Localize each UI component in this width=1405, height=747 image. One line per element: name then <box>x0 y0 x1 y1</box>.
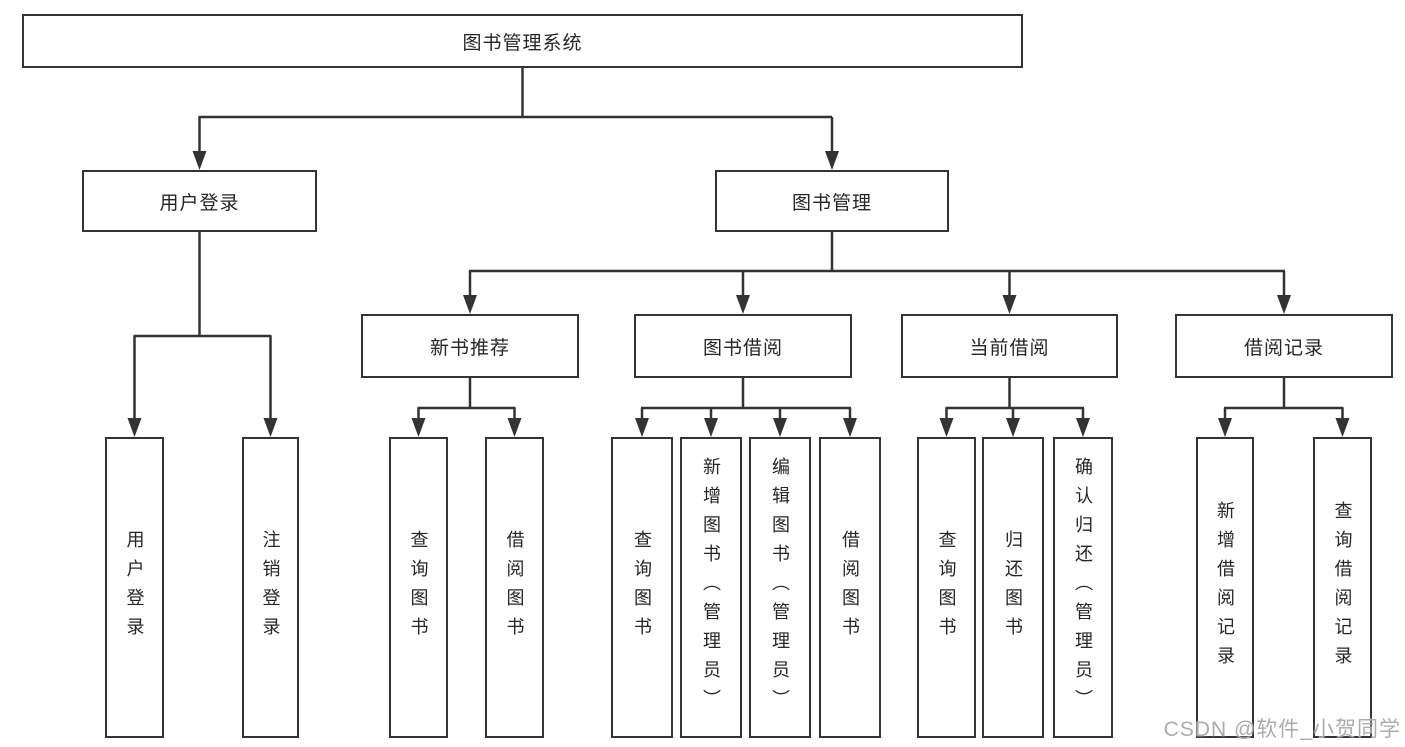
arrowhead-icon <box>635 418 649 437</box>
node-borrow-record: 借阅记录 <box>1175 314 1393 378</box>
csdn-watermark: CSDN @软件_小贺同学 <box>1163 718 1401 741</box>
arrowheads <box>127 151 1350 437</box>
leaf-query-books-current: 查询图书 <box>917 437 976 738</box>
arrowhead-icon <box>1002 295 1017 314</box>
arrowhead-icon <box>736 295 750 314</box>
node-user-login: 用户登录 <box>82 170 317 232</box>
leaf-label: 借阅图书 <box>504 529 525 646</box>
leaf-label: 查询借阅记录 <box>1332 500 1353 675</box>
arrowhead-icon <box>411 418 426 437</box>
leaf-user-login: 用户登录 <box>105 437 164 738</box>
leaf-add-borrow-record: 新增借阅记录 <box>1196 437 1254 738</box>
leaf-label: 归还图书 <box>1003 529 1023 646</box>
arrowhead-icon <box>1006 418 1020 437</box>
arrowhead-icon <box>704 418 718 437</box>
node-root-library-management-system: 图书管理系统 <box>22 14 1023 68</box>
leaf-label: 编辑图书（管理员） <box>770 457 790 718</box>
arrowhead-icon <box>263 418 278 437</box>
arrowhead-icon <box>1218 418 1232 437</box>
leaf-label: 查询图书 <box>632 529 652 646</box>
arrowhead-icon <box>843 418 857 437</box>
node-book-management: 图书管理 <box>715 170 949 232</box>
arrowhead-icon <box>939 418 954 437</box>
leaf-label: 借阅图书 <box>840 529 860 646</box>
leaf-label: 注销登录 <box>260 529 281 646</box>
arrowhead-icon <box>192 151 207 170</box>
leaf-label: 确认归还（管理员） <box>1073 457 1093 718</box>
leaf-borrow-books-recommend: 借阅图书 <box>485 437 544 738</box>
arrowhead-icon <box>127 418 142 437</box>
leaf-label: 用户登录 <box>124 529 145 646</box>
leaf-label: 新增图书（管理员） <box>701 457 721 718</box>
arrowhead-icon <box>463 295 477 314</box>
leaf-return-books: 归还图书 <box>982 437 1044 738</box>
leaf-query-books-recommend: 查询图书 <box>389 437 448 738</box>
arrowhead-icon <box>507 418 522 437</box>
arrowhead-icon <box>825 151 839 170</box>
leaf-query-books-borrow: 查询图书 <box>611 437 673 738</box>
arrowhead-icon <box>1335 418 1350 437</box>
node-new-book-recommend: 新书推荐 <box>361 314 579 378</box>
leaf-logout: 注销登录 <box>242 437 299 738</box>
leaf-add-books-admin: 新增图书（管理员） <box>680 437 742 738</box>
node-current-borrow: 当前借阅 <box>901 314 1118 378</box>
arrowhead-icon <box>1076 418 1090 437</box>
node-book-borrow: 图书借阅 <box>634 314 852 378</box>
leaf-label: 查询图书 <box>408 529 429 646</box>
leaf-borrow-books: 借阅图书 <box>819 437 881 738</box>
arrowhead-icon <box>1277 295 1291 314</box>
leaf-label: 查询图书 <box>936 529 957 646</box>
leaf-confirm-return-admin: 确认归还（管理员） <box>1053 437 1113 738</box>
leaf-query-borrow-record: 查询借阅记录 <box>1313 437 1372 738</box>
arrowhead-icon <box>773 418 787 437</box>
leaf-label: 新增借阅记录 <box>1215 500 1235 675</box>
leaf-edit-books-admin: 编辑图书（管理员） <box>749 437 811 738</box>
